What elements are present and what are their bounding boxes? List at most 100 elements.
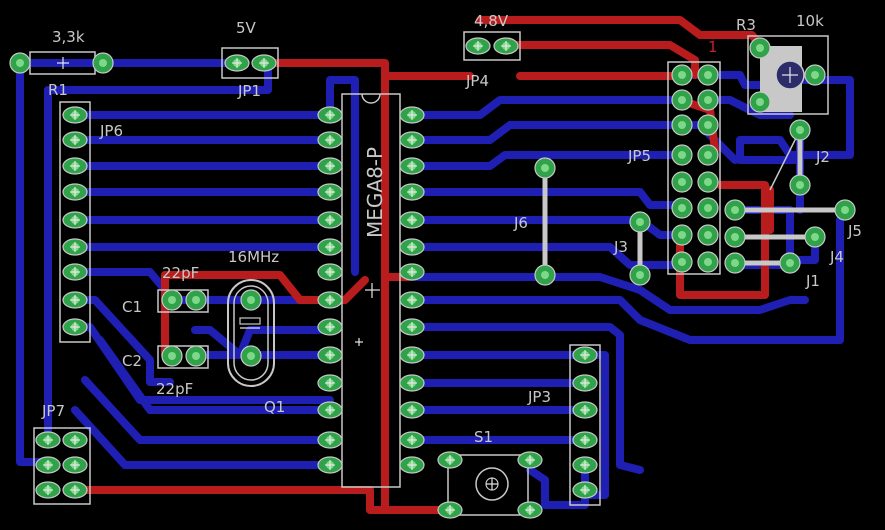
- j5-pad: [724, 199, 746, 221]
- jp4-value-label: 4,8V: [474, 12, 509, 30]
- jp5-pin: [697, 114, 719, 136]
- chip-pin-right: [399, 374, 425, 392]
- j3-pad: [629, 264, 651, 286]
- j4-label: J4: [829, 248, 844, 266]
- jp3-pin: [572, 456, 598, 474]
- r1-value-label: 3,3k: [52, 28, 85, 46]
- jp6-outline: [59, 101, 91, 343]
- chip-pin-left: [317, 157, 343, 175]
- chip-pin-left: [317, 318, 343, 336]
- c2-value-label: 22pF: [156, 380, 193, 398]
- jp4-label: JP4: [465, 72, 489, 90]
- j3-pad: [629, 211, 651, 233]
- jp1-pin: [251, 54, 277, 72]
- r3-outline: [747, 35, 829, 115]
- chip-pin-right: [399, 291, 425, 309]
- jp6-pin: [62, 238, 88, 256]
- chip-pin-left: [317, 106, 343, 124]
- chip-pin-left: [317, 263, 343, 281]
- jp5-label: JP5: [627, 147, 651, 165]
- chip-pin-right: [399, 263, 425, 281]
- chip-pin-right: [399, 456, 425, 474]
- jp1-value-label: 5V: [236, 19, 257, 37]
- chip-outline: [341, 93, 401, 488]
- j4-pad: [724, 226, 746, 248]
- j6-pad: [534, 264, 556, 286]
- jp5-outline: [667, 61, 721, 275]
- jp3-pin: [572, 401, 598, 419]
- jp5-pin: [697, 197, 719, 219]
- chip-pin-left: [317, 456, 343, 474]
- q1-label: Q1: [264, 398, 285, 416]
- c2-pin: [161, 345, 183, 367]
- chip-pin-right: [399, 183, 425, 201]
- c1-pin: [161, 289, 183, 311]
- jp7-pin: [35, 431, 61, 449]
- jp6-label: JP6: [99, 122, 123, 140]
- q1-pin: [240, 289, 262, 311]
- s1-pin: [517, 451, 543, 469]
- jp6-pin: [62, 131, 88, 149]
- chip-pin-right: [399, 157, 425, 175]
- r3-label: R3: [736, 16, 756, 34]
- jp3-label: JP3: [527, 388, 551, 406]
- chip-pin-left: [317, 291, 343, 309]
- chip-pin-left: [317, 374, 343, 392]
- chip-pin-left: [317, 431, 343, 449]
- jp7-pin: [62, 431, 88, 449]
- chip-pin-right: [399, 318, 425, 336]
- jp4-pin: [493, 37, 519, 55]
- jp6-pin: [62, 291, 88, 309]
- jp7-pin: [35, 481, 61, 499]
- jp6-pin: [62, 106, 88, 124]
- jp6-pin: [62, 263, 88, 281]
- chip-pin-right: [399, 238, 425, 256]
- q1-pin: [240, 345, 262, 367]
- bottom-layer-traces: [16, 59, 854, 509]
- r3-pin: [804, 64, 826, 86]
- jp7-pin: [62, 456, 88, 474]
- c2-pin: [185, 345, 207, 367]
- c1-outline: [157, 289, 209, 313]
- chip-pin-left: [317, 346, 343, 364]
- r1-pin: [9, 52, 31, 74]
- chip-pin-left: [317, 131, 343, 149]
- pin1-marker: 1: [708, 38, 718, 56]
- j4-pad: [804, 226, 826, 248]
- j3-label: J3: [613, 238, 628, 256]
- j1-pad: [724, 252, 746, 274]
- chip-pin-left: [317, 401, 343, 419]
- jp7-pin: [62, 481, 88, 499]
- c1-label: C1: [122, 298, 142, 316]
- jp5-pin: [697, 224, 719, 246]
- r1-label: R1: [48, 81, 68, 99]
- j2-pad: [789, 119, 811, 141]
- jp5-pin: [671, 197, 693, 219]
- component-labels: 3,3k R1 5V JP1 4,8V JP4 R3 10k 1 JP5 JP6…: [41, 12, 862, 446]
- chip-pin-right: [399, 211, 425, 229]
- chip-pin-right: [399, 106, 425, 124]
- r3-pin: [749, 91, 771, 113]
- jp3-pin: [572, 374, 598, 392]
- jp5-pin: [697, 251, 719, 273]
- c2-label: C2: [122, 352, 142, 370]
- jp5-pin: [671, 224, 693, 246]
- jp4-pin: [465, 37, 491, 55]
- chip-pin-right: [399, 401, 425, 419]
- jp1-pin: [224, 54, 250, 72]
- component-pads: [9, 37, 856, 519]
- j6-pad: [534, 157, 556, 179]
- r3-value-label: 10k: [796, 12, 824, 30]
- s1-pin: [517, 501, 543, 519]
- jp5-pin: [697, 64, 719, 86]
- s1-outline: [447, 454, 529, 516]
- jp6-pin: [62, 183, 88, 201]
- chip-pin-right: [399, 431, 425, 449]
- jp5-pin: [697, 171, 719, 193]
- q1-outline: [227, 279, 275, 387]
- j1-pad: [779, 252, 801, 274]
- r3-pin: [749, 37, 771, 59]
- jp5-pin: [671, 251, 693, 273]
